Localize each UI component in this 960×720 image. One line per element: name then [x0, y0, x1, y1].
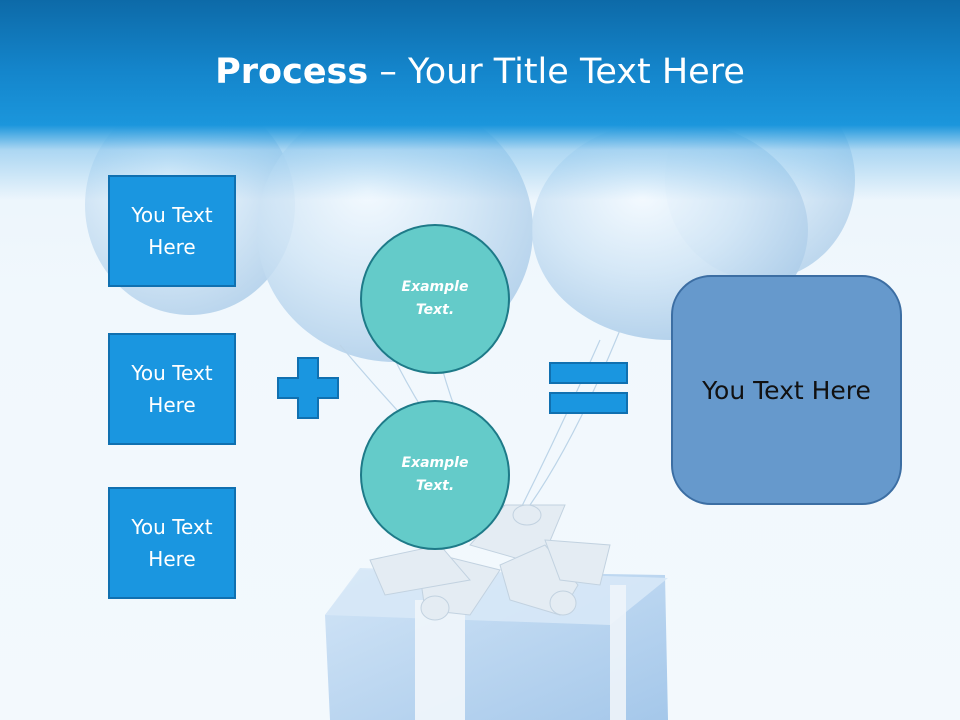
result-box[interactable]: You Text Here [671, 275, 902, 505]
title-bold: Process [215, 52, 369, 92]
slide-title: Process – Your Title Text Here [0, 52, 960, 92]
input-box-1[interactable]: You Text Here [108, 175, 236, 287]
input-box-2[interactable]: You Text Here [108, 333, 236, 445]
plus-icon [277, 357, 339, 419]
example-circle-2[interactable]: Example Text. [360, 400, 510, 550]
example-circle-1[interactable]: Example Text. [360, 224, 510, 374]
title-bar [0, 0, 960, 200]
equals-icon [549, 362, 628, 414]
title-rest: – Your Title Text Here [368, 52, 745, 92]
input-box-3[interactable]: You Text Here [108, 487, 236, 599]
